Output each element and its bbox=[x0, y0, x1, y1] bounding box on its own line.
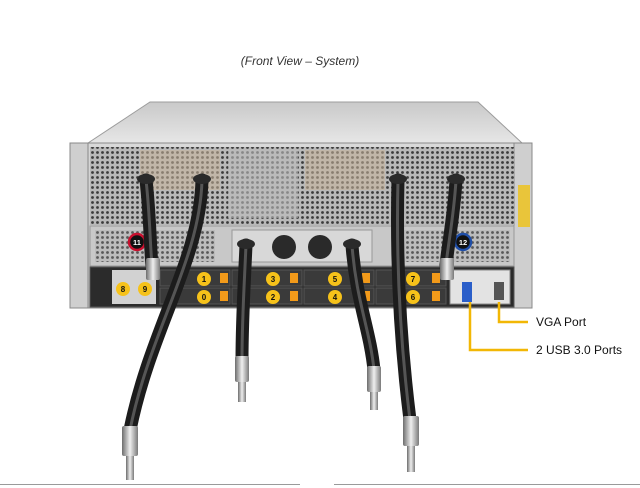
bay-badges bbox=[116, 272, 420, 304]
bay-label-7: 7 bbox=[411, 275, 416, 284]
divider-right bbox=[334, 484, 640, 485]
vga-callout-line bbox=[497, 302, 528, 324]
page-caption: (Front View – System) bbox=[240, 54, 360, 68]
bay-label-2: 2 bbox=[271, 293, 276, 302]
left-rack-ear bbox=[69, 142, 89, 309]
usb-callout-line bbox=[468, 302, 528, 352]
bay-label-8: 8 bbox=[121, 285, 126, 294]
hose-top-caps bbox=[137, 174, 465, 249]
coolant-hoses bbox=[123, 173, 463, 437]
bay-label-4: 4 bbox=[333, 293, 338, 302]
vga-port bbox=[494, 282, 504, 300]
callout-lines bbox=[468, 302, 528, 352]
svg-text:12: 12 bbox=[459, 238, 467, 247]
bay-label-9: 9 bbox=[143, 285, 148, 294]
hose-fittings bbox=[122, 258, 454, 480]
chassis-top bbox=[86, 101, 524, 144]
bay-label-1: 1 bbox=[202, 275, 207, 284]
bay-label-3: 3 bbox=[271, 275, 276, 284]
vga-port-label: VGA Port bbox=[536, 315, 587, 329]
bay-label-5: 5 bbox=[333, 275, 338, 284]
divider-left bbox=[0, 484, 300, 485]
usb-ports bbox=[462, 282, 472, 302]
svg-text:11: 11 bbox=[133, 238, 141, 247]
bay-label-0: 0 bbox=[202, 293, 207, 302]
usb-ports-label: 2 USB 3.0 Ports bbox=[536, 343, 623, 357]
bay-label-6: 6 bbox=[411, 293, 416, 302]
warning-label bbox=[518, 185, 530, 227]
